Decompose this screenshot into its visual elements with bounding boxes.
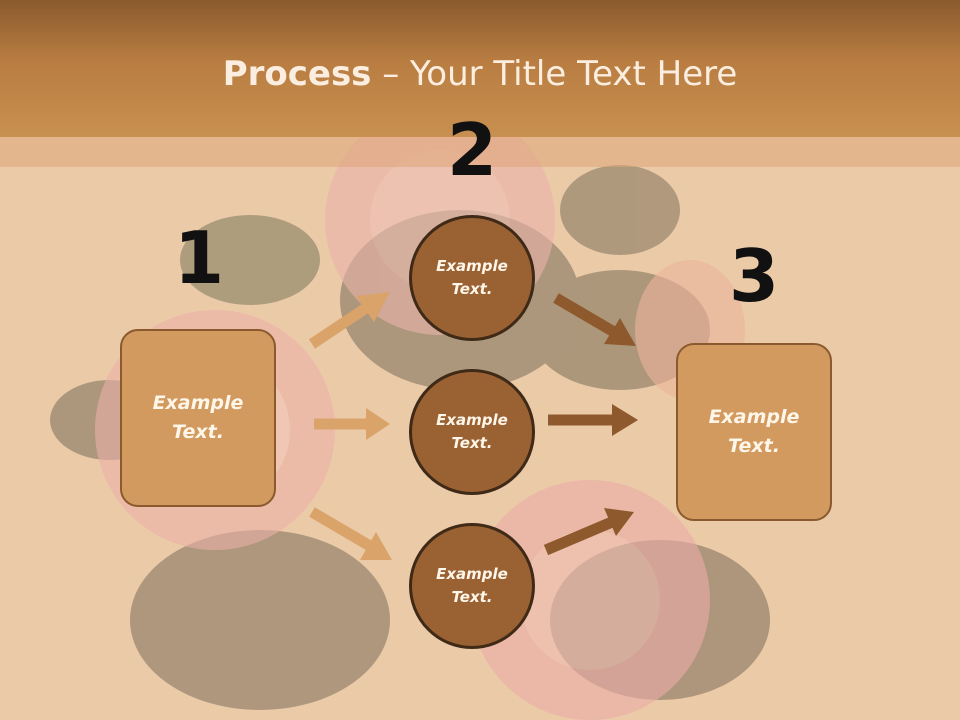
title-rest: – Your Title Text Here	[371, 54, 738, 94]
step-2-top-text: Example Text.	[436, 257, 508, 298]
arrow-1-to-bottom	[309, 507, 373, 551]
step-3-text: Example Text.	[708, 406, 800, 457]
step-1-text: Example Text.	[152, 392, 244, 443]
step-number-3: 3	[728, 234, 780, 318]
arrowhead-top-to-3	[604, 318, 636, 346]
arrow-1-to-top	[308, 303, 370, 349]
arrow-bottom-to-3	[543, 516, 615, 556]
arrowhead-bottom-to-3	[604, 508, 634, 536]
arrowhead-1-to-bottom	[360, 532, 392, 560]
arrow-top-to-3	[553, 293, 617, 337]
step-2-circle-middle: Example Text.	[409, 369, 535, 495]
step-3-box: Example Text.	[676, 343, 832, 521]
title-bold: Process	[222, 54, 372, 94]
arrowhead-middle-to-3	[612, 404, 638, 436]
slide-title: Process – Your Title Text Here	[0, 52, 960, 96]
step-number-2: 2	[446, 108, 498, 192]
title-bar-band	[0, 137, 960, 167]
step-2-middle-text: Example Text.	[436, 411, 508, 452]
arrowhead-1-to-top	[356, 292, 390, 322]
arrowhead-1-to-middle	[366, 408, 390, 440]
step-number-1: 1	[173, 216, 225, 300]
step-2-bottom-text: Example Text.	[436, 565, 508, 606]
step-2-circle-top: Example Text.	[409, 215, 535, 341]
title-bar	[0, 0, 960, 137]
step-2-circle-bottom: Example Text.	[409, 523, 535, 649]
step-1-box: Example Text.	[120, 329, 276, 507]
